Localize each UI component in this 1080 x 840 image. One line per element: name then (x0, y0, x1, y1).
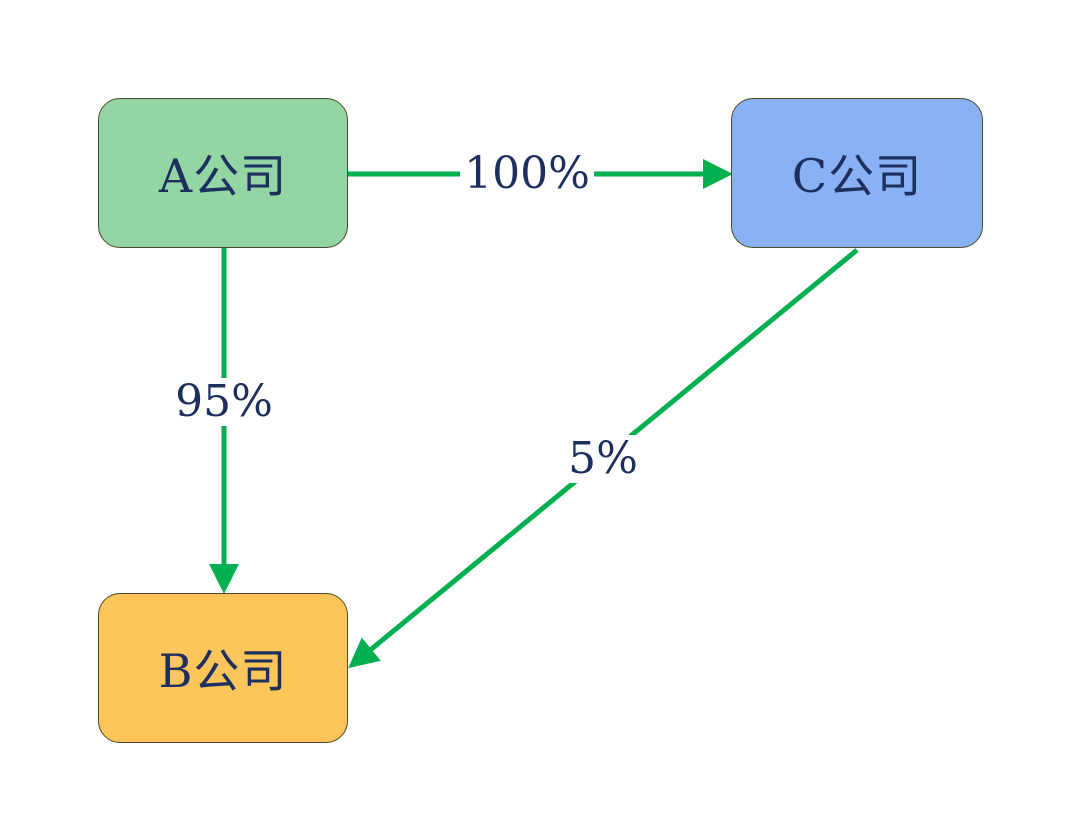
node-company-b-label: B公司 (158, 644, 288, 698)
node-company-a-label: A公司 (158, 149, 288, 203)
node-company-c-label: C公司 (791, 149, 923, 203)
edge-a-to-b-label: 95% (171, 378, 277, 426)
edge-c-to-b-label: 5% (564, 435, 642, 483)
node-company-c: C公司 (731, 98, 983, 248)
node-company-b: B公司 (98, 593, 348, 743)
edge-a-to-c-label: 100% (460, 150, 594, 198)
node-company-a: A公司 (98, 98, 348, 248)
